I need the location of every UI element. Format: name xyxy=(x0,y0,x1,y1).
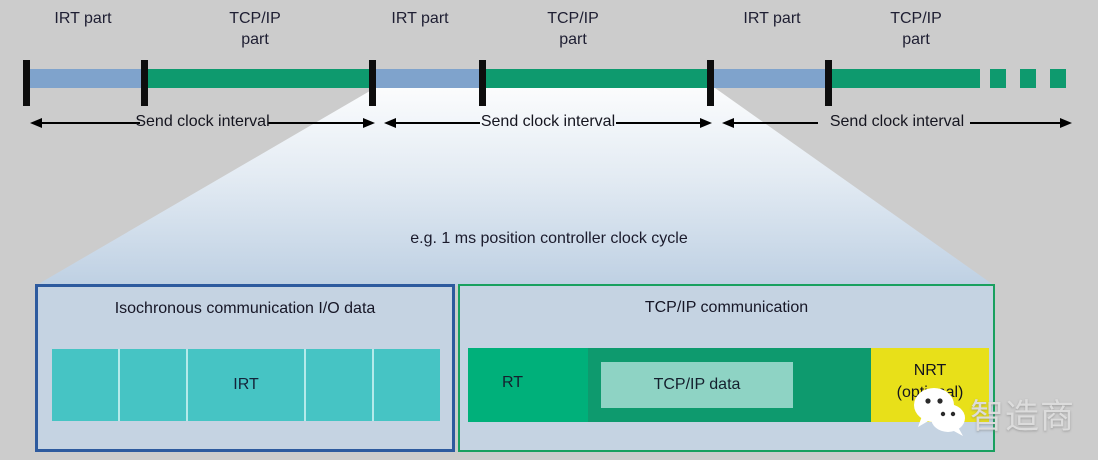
send-clock-interval-label: Send clock interval xyxy=(480,113,616,130)
cycle-label: IRT part xyxy=(391,10,449,27)
timeline-segment-tcpip xyxy=(832,69,980,88)
timeline-bar xyxy=(0,60,1098,106)
timeline-tick xyxy=(369,60,376,106)
timeline-segment-irt xyxy=(374,69,484,88)
cycle-label: IRT part xyxy=(54,10,112,27)
tcpip-panel-title: TCP/IP communication xyxy=(644,299,809,316)
timeline-continuation-square xyxy=(1020,69,1036,88)
cycle-label: IRT part xyxy=(743,10,801,27)
tcpip-data-block: TCP/IP data xyxy=(601,362,793,408)
timeline-tick xyxy=(707,60,714,106)
isochronous-communication-panel: Isochronous communication I/O data IRT xyxy=(35,284,455,452)
timeline-tick xyxy=(479,60,486,106)
timeline-continuation-square xyxy=(990,69,1006,88)
send-clock-interval-label: Send clock interval xyxy=(829,113,965,130)
irt-cell-bar: IRT xyxy=(52,349,441,421)
watermark-text: 智造商 xyxy=(970,397,1075,437)
cycle-label: TCP/IP part xyxy=(890,10,942,48)
irt-cell xyxy=(120,349,189,421)
send-clock-interval-label: Send clock interval xyxy=(135,113,270,130)
timeline-segment-irt xyxy=(712,69,832,88)
irt-cell xyxy=(52,349,121,421)
timeline-continuation-square xyxy=(1050,69,1066,88)
watermark: 智造商 xyxy=(908,383,1088,449)
send-clock-interval: Send clock interval xyxy=(722,108,1072,138)
timeline-segment-tcpip xyxy=(484,69,712,88)
send-clock-interval-row: Send clock interval Send clock interval … xyxy=(0,108,1098,138)
cycle-label-row: IRT part TCP/IP part IRT part TCP/IP par… xyxy=(0,8,1098,60)
tcpip-communication-panel: TCP/IP communication NRT (optional) RT T… xyxy=(458,284,995,452)
timeline-segment-irt xyxy=(26,69,146,88)
clock-cycle-caption: e.g. 1 ms position controller clock cycl… xyxy=(410,230,688,247)
timeline-tick xyxy=(23,60,30,106)
detail-panels: Isochronous communication I/O data IRT T… xyxy=(0,284,1098,460)
isochronous-panel-title: Isochronous communication I/O data xyxy=(114,300,376,317)
wechat-icon xyxy=(914,388,965,436)
cycle-label: TCP/IP part xyxy=(229,10,281,48)
irt-cell-labeled: IRT xyxy=(188,349,306,421)
timeline-segment-tcpip xyxy=(146,69,374,88)
rt-segment xyxy=(468,348,588,422)
send-clock-interval: Send clock interval xyxy=(30,108,375,138)
tcpip-segment-bar: NRT (optional) RT TCP/IP data xyxy=(468,348,989,422)
timeline-tick xyxy=(141,60,148,106)
irt-cell xyxy=(373,349,441,421)
send-clock-interval: Send clock interval xyxy=(384,108,712,138)
irt-cell xyxy=(305,349,374,421)
timeline-tick xyxy=(825,60,832,106)
magnification-funnel xyxy=(35,88,995,286)
cycle-label: TCP/IP part xyxy=(547,10,599,48)
rt-label: RT xyxy=(502,374,524,391)
